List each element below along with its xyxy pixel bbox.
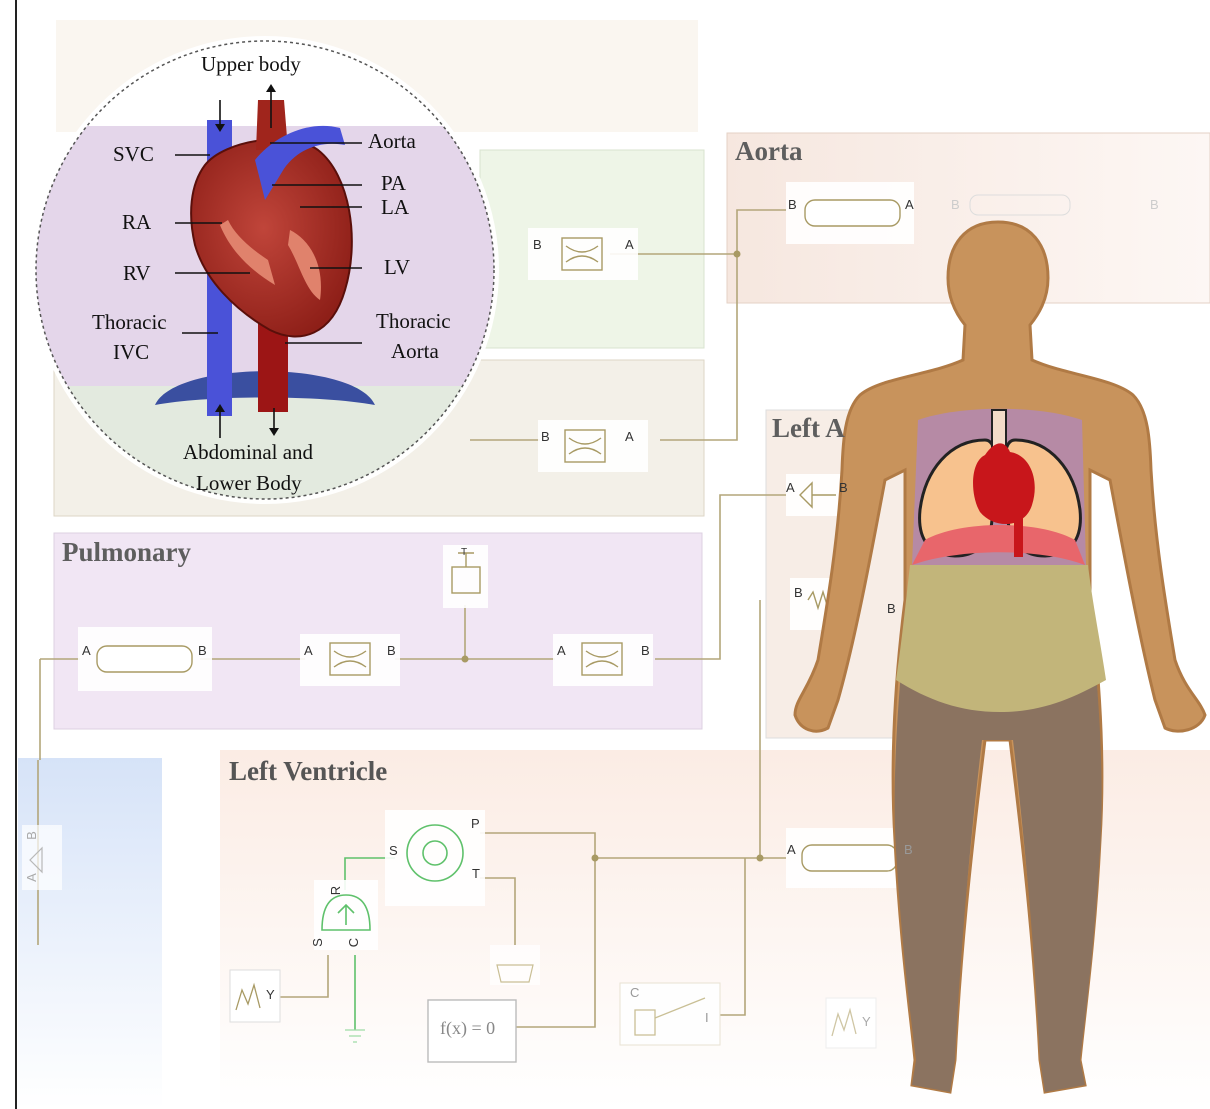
label-thoracic-right: Thoracic <box>376 309 451 334</box>
pulmonary-restriction-block-2 <box>553 634 653 686</box>
port-label-b: B <box>887 601 896 616</box>
label-thoracic-left: Thoracic <box>92 310 167 335</box>
port-label-b: B <box>794 585 803 600</box>
pulmonary-restriction-block-1 <box>300 634 400 686</box>
function-block-label: f(x) = 0 <box>440 1018 495 1039</box>
port-label-a: A <box>24 873 39 882</box>
port-label-b: B <box>541 429 550 444</box>
blue-panel <box>18 758 162 1109</box>
label-ra: RA <box>122 210 151 235</box>
port-label-a: A <box>787 842 796 857</box>
restriction-block-2 <box>538 420 648 472</box>
left-ventricle-panel-title: Left Ventricle <box>229 756 387 787</box>
port-label-y: Y <box>862 1014 871 1029</box>
port-label-a: A <box>905 197 914 212</box>
port-label-b: B <box>788 197 797 212</box>
label-lower-body: Lower Body <box>196 471 302 496</box>
label-svc: SVC <box>113 142 154 167</box>
port-label-y: Y <box>266 987 275 1002</box>
port-label-c: C <box>630 985 639 1000</box>
aorta-panel-title: Aorta <box>735 136 802 167</box>
port-label-r: R <box>328 886 343 895</box>
label-la: LA <box>381 195 409 220</box>
label-ivc: IVC <box>113 340 149 365</box>
port-label-b: B <box>951 197 960 212</box>
port-label-b: B <box>198 643 207 658</box>
port-label-a: A <box>786 480 795 495</box>
port-label-i: I <box>705 1010 709 1025</box>
port-label-b: B <box>533 237 542 252</box>
port-label-a: A <box>557 643 566 658</box>
port-label-s: S <box>389 843 398 858</box>
port-label-a: A <box>625 429 634 444</box>
pulmonary-pipe <box>97 646 192 672</box>
left-atrium-panel-title: Left A <box>772 413 845 444</box>
aorta-pipe <box>805 200 900 226</box>
port-label-b: B <box>641 643 650 658</box>
port-label-b: B <box>1150 197 1159 212</box>
label-aorta: Aorta <box>368 129 416 154</box>
label-thoracic-aorta: Aorta <box>391 339 439 364</box>
label-abdominal: Abdominal and <box>183 440 313 465</box>
label-lv: LV <box>384 255 410 280</box>
port-label-p: P <box>471 816 480 831</box>
port-label-b: B <box>839 480 848 495</box>
lv-pipe <box>802 845 897 871</box>
port-label-a: A <box>304 643 313 658</box>
port-label-a: A <box>82 643 91 658</box>
label-rv: RV <box>123 261 151 286</box>
label-upper-body: Upper body <box>201 52 301 77</box>
port-label-t: T <box>461 547 467 558</box>
label-pa: PA <box>381 171 406 196</box>
port-label-b: B <box>904 842 913 857</box>
abdomen <box>896 565 1106 712</box>
port-label-a: A <box>625 237 634 252</box>
port-label-s: S <box>310 938 325 947</box>
port-label-t: T <box>472 866 480 881</box>
port-label-b: B <box>24 831 39 840</box>
port-label-b: B <box>387 643 396 658</box>
restriction-block-1 <box>528 228 638 280</box>
pulmonary-panel-title: Pulmonary <box>62 537 191 568</box>
body-aorta <box>1014 505 1023 557</box>
port-label-c: C <box>346 938 361 947</box>
